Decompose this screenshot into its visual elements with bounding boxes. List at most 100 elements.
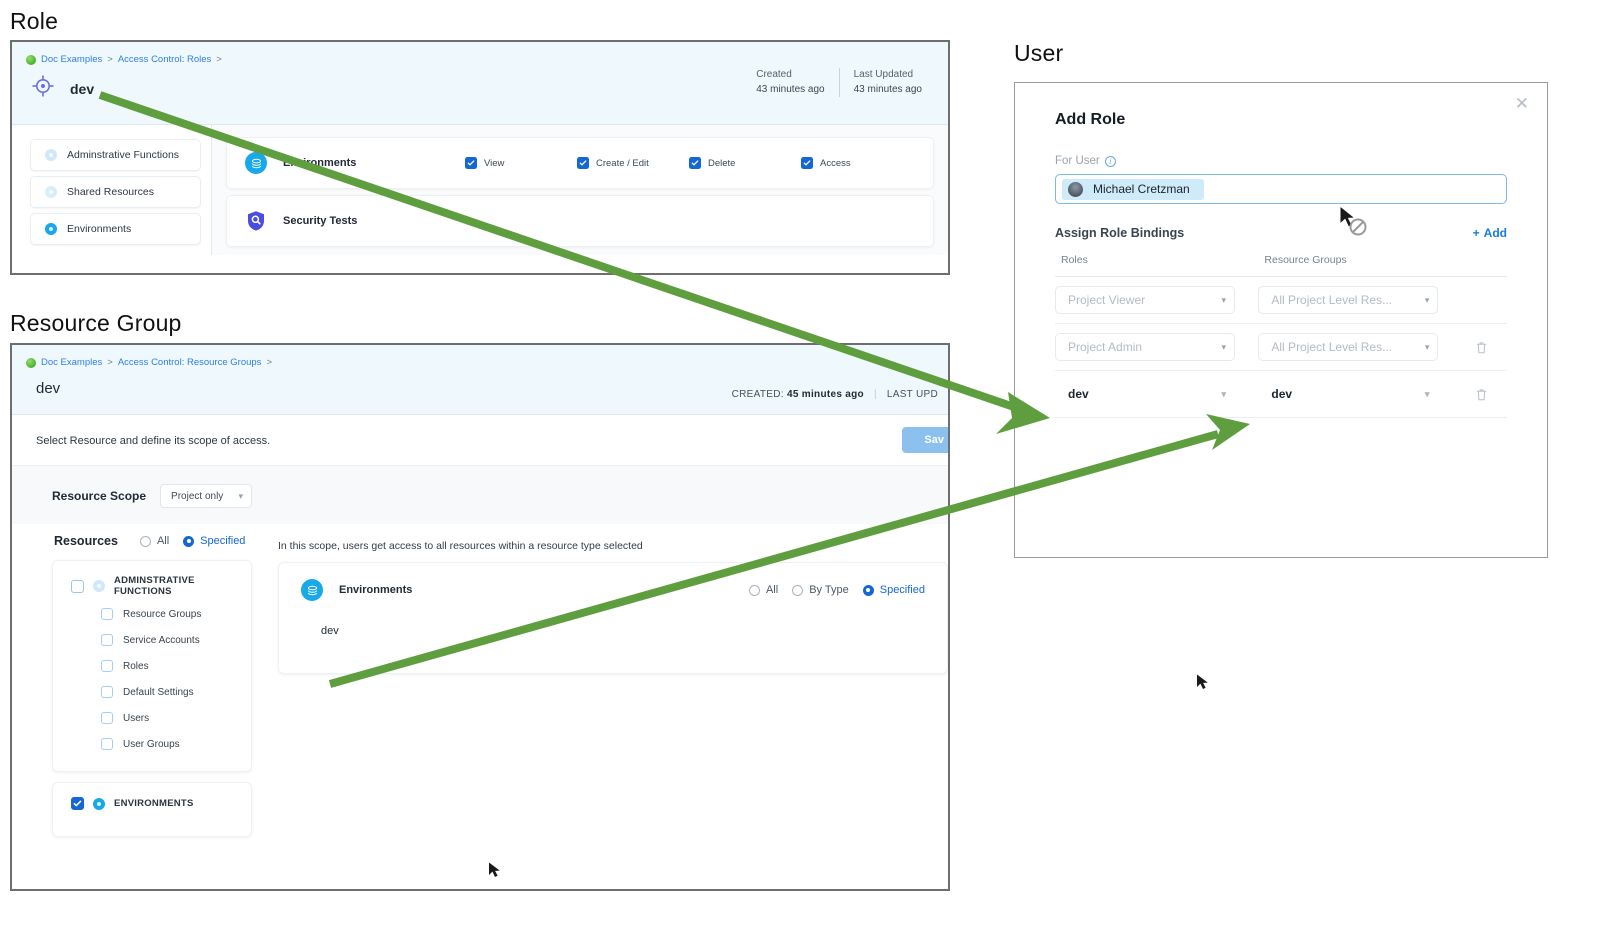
add-label: Add xyxy=(1483,226,1507,240)
bindings-title: Assign Role Bindings xyxy=(1055,226,1185,240)
role-panel: Doc Examples > Access Control: Roles > d… xyxy=(10,40,950,275)
resource-group-card-administrative-functions: ADMINSTRATIVE FUNCTIONS Resource Groups … xyxy=(52,560,252,772)
radio-selected-icon xyxy=(183,535,195,547)
dialog-content: ✕ Add Role For User i Michael Cretzman A… xyxy=(1015,83,1547,557)
checkbox-icon[interactable] xyxy=(101,660,113,672)
add-binding-button[interactable]: + Add xyxy=(1473,226,1507,240)
last-updated-value: 43 minutes ago xyxy=(853,83,922,95)
resource-item-user-groups[interactable]: User Groups xyxy=(53,731,251,757)
sidebar-item-label: Adminstrative Functions xyxy=(67,149,180,161)
checkbox-icon[interactable] xyxy=(101,608,113,620)
role-select[interactable]: Project Viewer ▾ xyxy=(1055,286,1235,314)
permission-card-environments[interactable]: Environments View Create / Edit xyxy=(226,137,934,189)
checkbox-create-edit[interactable]: Create / Edit xyxy=(577,157,689,169)
dialog-title: Add Role xyxy=(1055,111,1126,128)
chevron-down-icon: ▾ xyxy=(238,490,244,501)
resource-group-select[interactable]: dev ▾ xyxy=(1258,380,1438,408)
permission-name: Security Tests xyxy=(283,215,358,227)
scope-mode-radios: All By Type Specified xyxy=(748,584,947,596)
resource-group-page-header: Doc Examples > Access Control: Resource … xyxy=(12,345,948,415)
table-row: dev ▾ dev ▾ xyxy=(1055,370,1507,418)
radio-resources-specified[interactable]: Specified xyxy=(183,535,245,547)
role-select[interactable]: dev ▾ xyxy=(1055,380,1235,408)
sidebar-item-shared-resources[interactable]: Shared Resources xyxy=(30,176,201,208)
resource-item-default-settings[interactable]: Default Settings xyxy=(53,679,251,705)
for-user-label-row: For User i xyxy=(1055,155,1507,167)
radio-icon xyxy=(792,584,804,596)
resource-group-select[interactable]: All Project Level Res... ▾ xyxy=(1258,333,1439,361)
sidebar-item-administrative-functions[interactable]: Adminstrative Functions xyxy=(30,139,201,171)
breadcrumb: Doc Examples > Access Control: Roles > xyxy=(12,42,948,65)
last-updated-label: LAST UPD xyxy=(886,389,938,400)
checkbox-delete[interactable]: Delete xyxy=(689,157,801,169)
sidebar-item-environments[interactable]: Environments xyxy=(30,213,201,245)
scope-card-header: Environments All By Type Specified xyxy=(279,563,947,601)
ring-icon xyxy=(45,186,57,198)
permission-card-security-tests[interactable]: Security Tests xyxy=(226,195,934,247)
radio-scope-specified[interactable]: Specified xyxy=(862,584,925,596)
bindings-header-row: Assign Role Bindings + Add xyxy=(1055,226,1507,240)
environments-icon xyxy=(245,152,267,174)
resource-group-select[interactable]: All Project Level Res... ▾ xyxy=(1258,286,1439,314)
permission-checkboxes: View Create / Edit Delete xyxy=(465,157,933,169)
checkbox-access[interactable]: Access xyxy=(801,157,913,169)
close-icon[interactable]: ✕ xyxy=(1514,94,1529,113)
created-label: Created xyxy=(756,69,792,80)
checkbox-view[interactable]: View xyxy=(465,157,577,169)
checkbox-checked-icon xyxy=(689,157,701,169)
checkbox-icon[interactable] xyxy=(101,712,113,724)
checkbox-icon[interactable] xyxy=(101,634,113,646)
checkbox-icon[interactable] xyxy=(71,579,84,593)
role-entity-row: dev xyxy=(12,65,948,104)
save-button[interactable]: Sav xyxy=(902,427,948,453)
resource-group-section-caption: Resource Group xyxy=(10,310,182,336)
role-value: Project Admin xyxy=(1068,340,1143,354)
resource-group-header[interactable]: ADMINSTRATIVE FUNCTIONS xyxy=(53,575,251,601)
checkbox-icon[interactable] xyxy=(101,686,113,698)
last-updated-label: Last Updated xyxy=(853,69,914,80)
info-icon[interactable]: i xyxy=(1104,155,1116,167)
resources-header: Resources All Specified xyxy=(52,524,252,560)
user-chip[interactable]: Michael Cretzman xyxy=(1062,178,1204,200)
radio-scope-all[interactable]: All xyxy=(748,584,778,596)
resource-item-roles[interactable]: Roles xyxy=(53,653,251,679)
created-value: 43 minutes ago xyxy=(756,83,825,95)
resource-item-users[interactable]: Users xyxy=(53,705,251,731)
radio-label: Specified xyxy=(879,584,925,596)
ring-icon xyxy=(93,797,105,810)
scope-card-name: Environments xyxy=(339,584,413,596)
checkbox-icon[interactable] xyxy=(101,738,113,750)
breadcrumb-item-project[interactable]: Doc Examples xyxy=(41,54,103,65)
role-body: Adminstrative Functions Shared Resources… xyxy=(12,125,948,255)
chevron-down-icon: ▾ xyxy=(1424,341,1430,352)
resource-group-card-environments: ENVIRONMENTS xyxy=(52,782,252,837)
cell-role: Project Viewer ▾ xyxy=(1055,276,1259,324)
role-select[interactable]: Project Admin ▾ xyxy=(1055,333,1235,361)
for-user-label: For User xyxy=(1055,155,1100,167)
resource-group-header[interactable]: ENVIRONMENTS xyxy=(53,797,251,814)
trash-icon[interactable] xyxy=(1462,340,1502,355)
resource-group-label: ADMINSTRATIVE FUNCTIONS xyxy=(114,575,195,597)
scope-note: In this scope, users get access to all r… xyxy=(278,540,643,552)
breadcrumb-item-resource-groups[interactable]: Access Control: Resource Groups xyxy=(117,357,262,368)
resource-item-resource-groups[interactable]: Resource Groups xyxy=(53,601,251,627)
resource-scope-select[interactable]: Project only ▾ xyxy=(160,484,253,508)
trash-icon[interactable] xyxy=(1462,387,1502,402)
chevron-down-icon: ▾ xyxy=(1221,341,1226,352)
checkbox-checked-icon[interactable] xyxy=(71,797,84,810)
resource-item-label: Default Settings xyxy=(123,686,194,698)
radio-resources-all[interactable]: All xyxy=(139,535,169,547)
breadcrumb-item-project[interactable]: Doc Examples xyxy=(41,357,103,368)
instruction-text: Select Resource and define its scope of … xyxy=(36,435,271,447)
resource-item-service-accounts[interactable]: Service Accounts xyxy=(53,627,251,653)
environments-icon xyxy=(301,579,323,601)
breadcrumb-item-roles[interactable]: Access Control: Roles xyxy=(117,54,212,65)
created-label: CREATED: xyxy=(731,389,784,400)
chevron-down-icon: ▾ xyxy=(1424,388,1430,399)
meta-divider: | xyxy=(873,389,877,400)
project-dot-icon xyxy=(26,54,36,65)
resource-group-label: ENVIRONMENTS xyxy=(114,798,194,809)
resource-scope-value: Project only xyxy=(171,490,224,502)
user-input[interactable]: Michael Cretzman xyxy=(1055,174,1507,204)
radio-scope-by-type[interactable]: By Type xyxy=(792,584,849,596)
